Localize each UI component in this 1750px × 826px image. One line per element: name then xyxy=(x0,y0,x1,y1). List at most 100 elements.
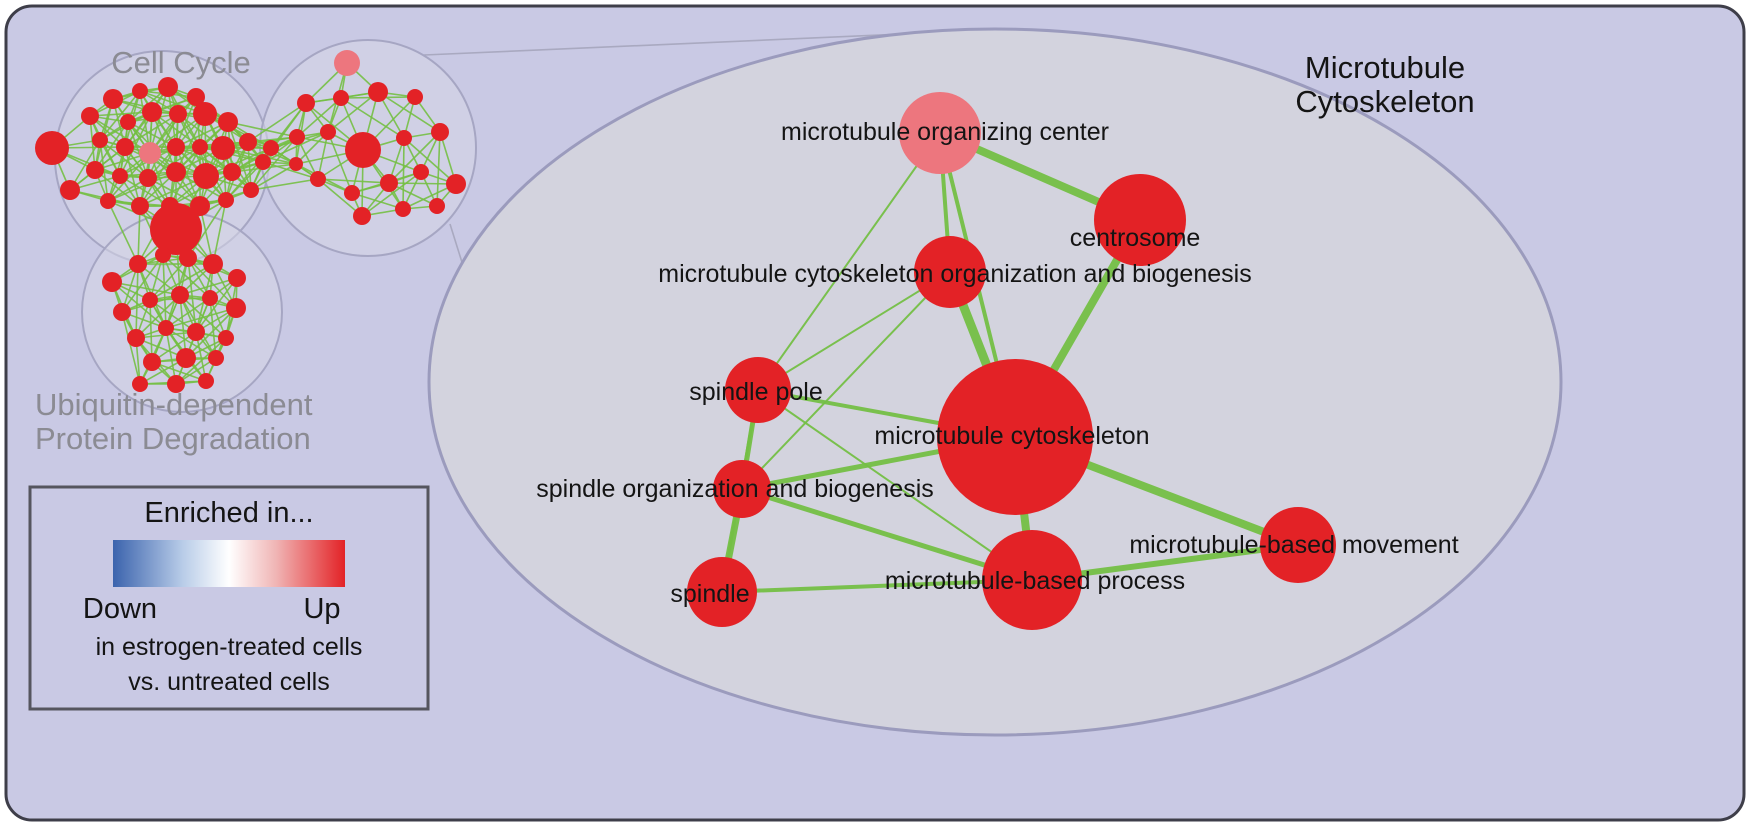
detail-node-mtco[interactable] xyxy=(914,236,986,308)
overview-node[interactable] xyxy=(35,131,69,165)
overview-node[interactable] xyxy=(334,50,360,76)
overview-edge xyxy=(137,205,141,265)
overview-node[interactable] xyxy=(333,90,349,106)
detail-node-moc[interactable] xyxy=(899,92,981,174)
overview-node[interactable] xyxy=(81,107,99,125)
overview-node[interactable] xyxy=(198,373,214,389)
overview-node[interactable] xyxy=(243,182,259,198)
overview-node[interactable] xyxy=(187,323,205,341)
overview-node[interactable] xyxy=(345,132,381,168)
overview-edge xyxy=(99,90,141,141)
legend: Enriched in... Down Up in estrogen-treat… xyxy=(28,485,430,711)
overview-node[interactable] xyxy=(103,89,123,109)
overview-node[interactable] xyxy=(239,133,257,151)
overview-node[interactable] xyxy=(446,174,466,194)
overview-node[interactable] xyxy=(353,207,371,225)
overview-node[interactable] xyxy=(289,157,303,171)
overview-node[interactable] xyxy=(193,163,219,189)
overview-labels: Cell Cycle Ubiquitin-dependent Protein D… xyxy=(35,45,313,456)
overview-node[interactable] xyxy=(150,203,202,255)
detail-node-spindle_pole[interactable] xyxy=(725,357,791,423)
detail-title: Microtubule Cytoskeleton xyxy=(1295,50,1474,119)
overview-node[interactable] xyxy=(344,185,360,201)
overview-edge xyxy=(121,311,141,385)
detail-node-spindle[interactable] xyxy=(687,557,757,627)
overview-node[interactable] xyxy=(113,303,131,321)
overview-node[interactable] xyxy=(167,138,185,156)
detail-node-mt_cytoskeleton[interactable] xyxy=(937,359,1093,515)
overview-node[interactable] xyxy=(320,124,336,140)
detail-node-label-mt_process: microtubule-based process xyxy=(885,567,1185,595)
overview-node[interactable] xyxy=(395,201,411,217)
overview-node[interactable] xyxy=(368,82,388,102)
overview-node[interactable] xyxy=(100,193,116,209)
overview-node[interactable] xyxy=(190,196,210,216)
overview-node[interactable] xyxy=(431,123,449,141)
overview-node[interactable] xyxy=(166,162,186,182)
overview-node[interactable] xyxy=(179,249,197,267)
detail-node-label-spindle: spindle xyxy=(670,580,749,608)
overview-node[interactable] xyxy=(158,77,178,97)
overview-node[interactable] xyxy=(120,114,136,130)
overview-node[interactable] xyxy=(203,254,223,274)
overview-edge xyxy=(149,299,153,363)
overview-node[interactable] xyxy=(143,353,161,371)
overview-node[interactable] xyxy=(310,171,326,187)
overview-node[interactable] xyxy=(102,272,122,292)
overview-node[interactable] xyxy=(223,163,241,181)
overview-node[interactable] xyxy=(92,132,108,148)
overview-node[interactable] xyxy=(169,105,187,123)
overview-node[interactable] xyxy=(142,292,158,308)
overview-node[interactable] xyxy=(176,348,196,368)
overview-node[interactable] xyxy=(193,102,217,126)
overview-node[interactable] xyxy=(142,102,162,122)
overview-node[interactable] xyxy=(429,198,445,214)
overview-node[interactable] xyxy=(218,112,238,132)
overview-node[interactable] xyxy=(127,329,145,347)
overview-edge xyxy=(149,299,197,333)
overview-node[interactable] xyxy=(187,88,205,106)
overview-node[interactable] xyxy=(202,290,218,306)
overview-edge xyxy=(124,113,179,148)
overview-node[interactable] xyxy=(396,130,412,146)
overview-node[interactable] xyxy=(297,94,315,112)
overview-node[interactable] xyxy=(263,140,279,156)
overview-node[interactable] xyxy=(192,139,208,155)
detail-edge-mtco-spindle_pole xyxy=(757,271,951,391)
overview-edge xyxy=(185,307,237,359)
overview-node[interactable] xyxy=(167,375,185,393)
overview-node[interactable] xyxy=(86,161,104,179)
overview-node[interactable] xyxy=(228,269,246,287)
overview-node[interactable] xyxy=(132,83,148,99)
overview-node[interactable] xyxy=(226,298,246,318)
overview-node[interactable] xyxy=(208,350,224,366)
overview-node[interactable] xyxy=(413,164,429,180)
overview-node[interactable] xyxy=(218,192,234,208)
overview-node[interactable] xyxy=(139,169,157,187)
detail-node-spindle_org[interactable] xyxy=(713,460,771,518)
overview-node[interactable] xyxy=(158,320,174,336)
overview-node[interactable] xyxy=(255,154,271,170)
overview-edge xyxy=(296,97,342,138)
overview-node[interactable] xyxy=(132,376,148,392)
overview-edge xyxy=(169,171,233,207)
overview-edge xyxy=(175,337,227,385)
overview-node[interactable] xyxy=(171,286,189,304)
overview-node[interactable] xyxy=(289,129,305,145)
overview-node[interactable] xyxy=(380,174,398,192)
overview-node[interactable] xyxy=(60,180,80,200)
overview-node[interactable] xyxy=(131,197,149,215)
overview-node[interactable] xyxy=(129,255,147,273)
overview-node[interactable] xyxy=(218,330,234,346)
overview-node[interactable] xyxy=(211,136,235,160)
overview-node[interactable] xyxy=(139,142,161,164)
overview-edge xyxy=(270,102,307,149)
overview-node[interactable] xyxy=(112,168,128,184)
detail-node-mt_process[interactable] xyxy=(982,530,1082,630)
detail-node-centrosome[interactable] xyxy=(1094,174,1186,266)
detail-node-mt_movement[interactable] xyxy=(1260,507,1336,583)
detail-edge-spindle_pole-mt_process xyxy=(757,389,1033,581)
overview-node[interactable] xyxy=(407,89,423,105)
overview-node[interactable] xyxy=(116,138,134,156)
overview-node[interactable] xyxy=(155,247,171,263)
